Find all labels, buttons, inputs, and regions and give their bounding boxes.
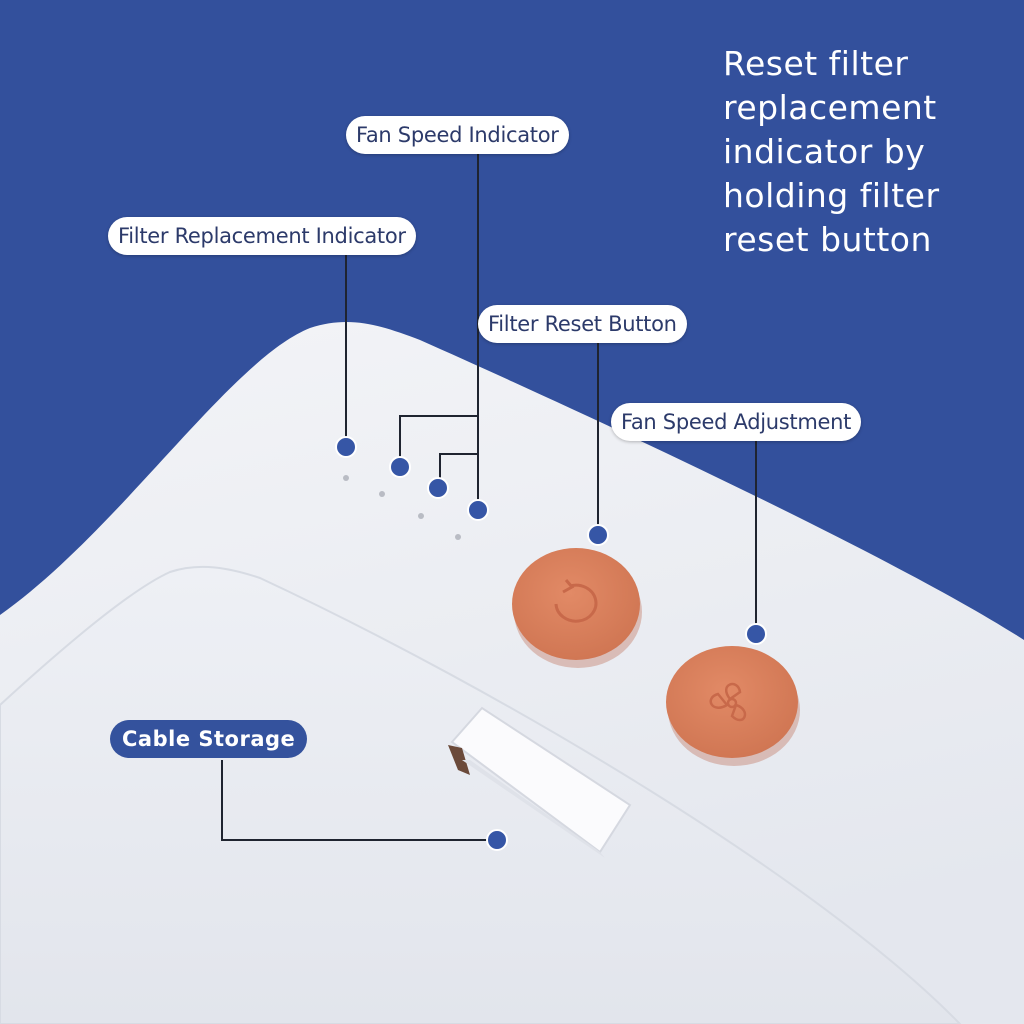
marker-fan-speed-3 (467, 499, 489, 521)
marker-fan-adjust (745, 623, 767, 645)
leader-fan-speed-1 (399, 415, 478, 466)
marker-filter-reset (587, 524, 609, 546)
filter-reset-button (512, 548, 642, 668)
callout-cable-storage: Cable Storage (110, 720, 308, 758)
cable-storage-latch (448, 706, 632, 858)
callout-fan-speed-adjustment: Fan Speed Adjustment (611, 403, 862, 441)
leader-cable-storage (221, 760, 496, 841)
reset-arrow-icon (554, 579, 598, 623)
headline: Reset filter replacement indicator by ho… (723, 44, 940, 259)
fan-icon (709, 682, 747, 722)
marker-fan-speed-1 (389, 456, 411, 478)
fan-speed-adjustment-button (666, 646, 800, 766)
leader-fan-speed-2 (439, 453, 478, 486)
marker-fan-speed-2 (427, 477, 449, 499)
indicator-holes (343, 475, 461, 540)
callout-filter-replacement-indicator: Filter Replacement Indicator (108, 217, 416, 255)
marker-filter-replacement (335, 436, 357, 458)
callout-filter-reset-button: Filter Reset Button (478, 305, 687, 343)
cable-storage-panel (0, 565, 962, 1024)
callout-markers (335, 436, 767, 851)
marker-cable-storage (486, 829, 508, 851)
callout-fan-speed-indicator: Fan Speed Indicator (346, 116, 569, 154)
